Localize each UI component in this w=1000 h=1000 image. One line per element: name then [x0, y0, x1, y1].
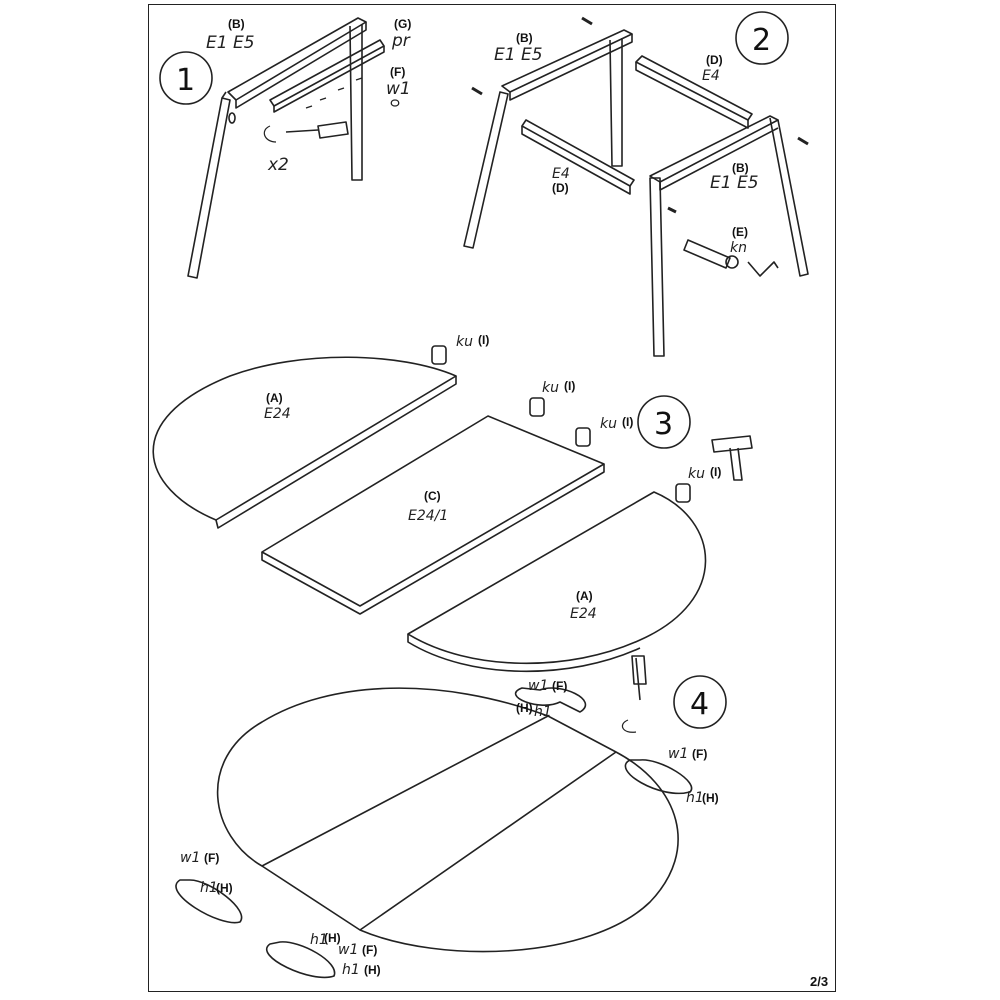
- step2-b-top-letter: (B): [516, 31, 533, 45]
- step3-top-c-center: [261, 415, 605, 615]
- step-1-circle: [159, 51, 213, 105]
- step2-rail-left: [521, 119, 635, 195]
- step1-g-code: pr: [391, 31, 411, 51]
- step3-a-right-code: E24: [570, 606, 597, 622]
- step4-f-b: (F): [692, 747, 707, 761]
- step2-d-top-letter: (D): [706, 53, 723, 67]
- step4-h1-e: h1: [342, 962, 360, 978]
- step2-pins: [471, 16, 809, 214]
- step1-b-codes: E1 E5: [206, 33, 255, 53]
- dowel-letter-1: (I): [478, 333, 489, 347]
- step2-b-right-letter: (B): [732, 161, 749, 175]
- step2-rail-top: [635, 55, 753, 129]
- step4-f-c: (F): [204, 851, 219, 865]
- page-frame: [148, 4, 836, 992]
- step2-e-code: kn: [730, 240, 747, 256]
- step-3-number: 3: [654, 407, 673, 442]
- step4-h1-c: h1: [200, 880, 218, 896]
- step3-a-left-code: E24: [264, 406, 291, 422]
- step2-frame-right: [649, 115, 809, 357]
- step1-screws: [305, 77, 400, 109]
- step1-f-code: w1: [386, 79, 411, 99]
- step1-rail: [269, 39, 385, 113]
- step4-h1-b: h1: [686, 790, 704, 806]
- step1-repeat: x2: [267, 155, 289, 175]
- step2-b-right-codes: E1 E5: [710, 173, 759, 193]
- dowel-label-3: ku: [600, 416, 617, 432]
- step3-c-code: E24/1: [408, 508, 448, 524]
- step4-h-c: (H): [216, 881, 233, 895]
- step2-d-left-code: E4: [552, 166, 570, 182]
- step4-table-top: [216, 687, 679, 953]
- step4-w1-b: w1: [668, 746, 688, 762]
- step1-g-letter: (G): [394, 17, 411, 31]
- dowel-label-1: ku: [456, 334, 473, 350]
- step-2-number: 2: [752, 23, 771, 58]
- page-number: 2/3: [810, 974, 828, 989]
- step2-bolt: [683, 239, 779, 277]
- step4-h1-a: h1: [534, 704, 552, 720]
- step1-screwdriver: [263, 121, 349, 143]
- step4-screwdriver: [621, 655, 647, 733]
- step2-frame-left: [463, 29, 633, 249]
- step3-top-a-right: [407, 491, 707, 673]
- step-4-number: 4: [690, 687, 709, 722]
- step3-a-left-letter: (A): [266, 391, 283, 405]
- step4-w1-c: w1: [180, 850, 200, 866]
- step3-hammer: [711, 435, 753, 481]
- step2-d-left-letter: (D): [552, 181, 569, 195]
- step3-c-letter: (C): [424, 489, 441, 503]
- step4-w1-d: w1: [338, 942, 358, 958]
- dowel-letter-4: (I): [710, 465, 721, 479]
- step3-dowel-labels: ku (I) ku (I) ku (I) ku (I): [456, 333, 721, 482]
- dowel-label-4: ku: [688, 466, 705, 482]
- step4-h-a: (H): [516, 701, 533, 715]
- step4-f-d: (F): [362, 943, 377, 957]
- step-4-circle: [673, 675, 727, 729]
- step4-h-b: (H): [702, 791, 719, 805]
- step2-d-top-code: E4: [702, 68, 720, 84]
- step-3-circle: [637, 395, 691, 449]
- step3-a-right-letter: (A): [576, 589, 593, 603]
- step-1-number: 1: [176, 63, 195, 98]
- step4-h-d: (H): [324, 931, 341, 945]
- step1-b-letter: (B): [228, 17, 245, 31]
- step4-f-a: (F): [552, 679, 567, 693]
- step3-top-a-left: [152, 356, 457, 529]
- dowel-label-2: ku: [542, 380, 559, 396]
- step-2-circle: [735, 11, 789, 65]
- step4-h-e: (H): [364, 963, 381, 977]
- step4-brackets: [175, 687, 693, 979]
- step1-f-letter: (F): [390, 65, 405, 79]
- dowel-letter-2: (I): [564, 379, 575, 393]
- step4-h1-d: h1: [310, 932, 328, 948]
- dowel-letter-3: (I): [622, 415, 633, 429]
- step3-dowels: [431, 345, 691, 503]
- step4-w1-a: w1: [528, 678, 548, 694]
- step2-b-top-codes: E1 E5: [494, 45, 543, 65]
- step2-e-letter: (E): [732, 225, 748, 239]
- step1-side-frame: [187, 17, 367, 279]
